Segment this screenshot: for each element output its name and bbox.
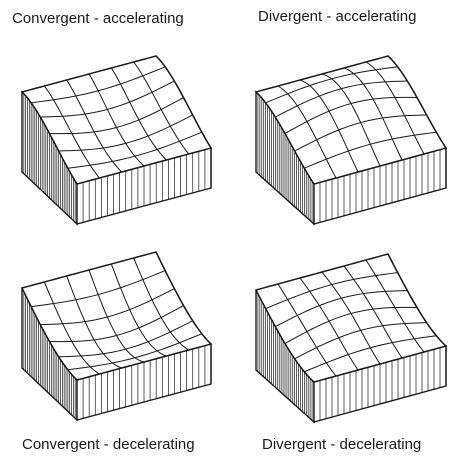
flow-line <box>304 131 437 169</box>
right-edge <box>155 251 212 384</box>
flow-line <box>31 270 166 308</box>
flow-line <box>275 290 408 328</box>
front-hatching <box>82 345 206 419</box>
flow-line <box>294 114 427 152</box>
flow-line <box>31 66 166 104</box>
caption-convergent-accelerating: Convergent - accelerating <box>12 10 184 27</box>
flow-line <box>40 288 175 326</box>
flow-line <box>58 320 193 358</box>
caption-divergent-accelerating: Divergent - accelerating <box>258 8 417 25</box>
flow-line <box>265 66 398 104</box>
flow-line <box>67 131 203 169</box>
right-edge <box>387 253 447 386</box>
flow-line <box>304 335 437 373</box>
flow-line <box>294 322 427 360</box>
surface-grid <box>265 61 437 179</box>
caption-divergent-decelerating: Divergent - decelerating <box>262 436 422 453</box>
flow-line <box>49 305 184 343</box>
surface-grid <box>265 259 437 377</box>
block-convergent-accelerating <box>20 55 213 226</box>
right-edge <box>155 55 212 188</box>
flow-line <box>284 306 418 344</box>
front-hatching <box>319 149 441 223</box>
block-divergent-decelerating <box>254 253 448 424</box>
right-edge <box>387 55 447 188</box>
surface-grid <box>31 61 203 179</box>
flow-line <box>275 80 408 118</box>
front-hatching <box>82 149 206 223</box>
flow-line <box>67 333 203 371</box>
flow-line <box>265 272 398 310</box>
flow-line <box>40 80 175 118</box>
flow-line <box>49 97 184 135</box>
side-hatching <box>21 288 78 420</box>
side-hatching <box>255 92 315 224</box>
flow-line <box>58 114 193 152</box>
surface-grid <box>31 257 203 375</box>
block-convergent-decelerating <box>20 251 213 422</box>
front-hatching <box>319 347 441 421</box>
block-divergent-accelerating <box>254 55 448 226</box>
flow-line <box>284 96 418 134</box>
caption-convergent-decelerating: Convergent - decelerating <box>22 436 195 453</box>
